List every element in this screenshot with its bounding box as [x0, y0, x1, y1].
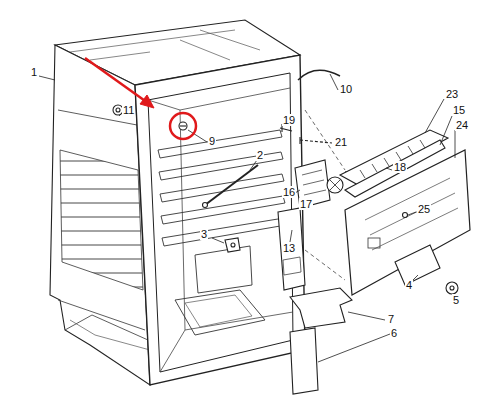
- callout-number: 7: [387, 313, 395, 325]
- callout-number: 23: [445, 88, 459, 100]
- callout-number: 9: [208, 135, 216, 147]
- callout-number: 5: [452, 294, 460, 306]
- callout-number: 17: [299, 198, 313, 210]
- callout-number: 2: [256, 149, 264, 161]
- callout-number: 21: [334, 136, 348, 148]
- callout-number: 13: [282, 242, 296, 254]
- callout-number: 10: [339, 83, 353, 95]
- callout-number: 24: [455, 119, 469, 131]
- callout-number: 3: [200, 228, 208, 240]
- callout-number: 4: [405, 279, 413, 291]
- callout-number: 16: [282, 186, 296, 198]
- callout-number: 25: [417, 203, 431, 215]
- callout-number: 15: [452, 104, 466, 116]
- callout-number: 1: [30, 66, 38, 78]
- callout-number: 11: [122, 104, 135, 116]
- callout-number: 19: [282, 114, 296, 126]
- callout-number: 6: [390, 327, 398, 339]
- callout-number: 18: [393, 161, 407, 173]
